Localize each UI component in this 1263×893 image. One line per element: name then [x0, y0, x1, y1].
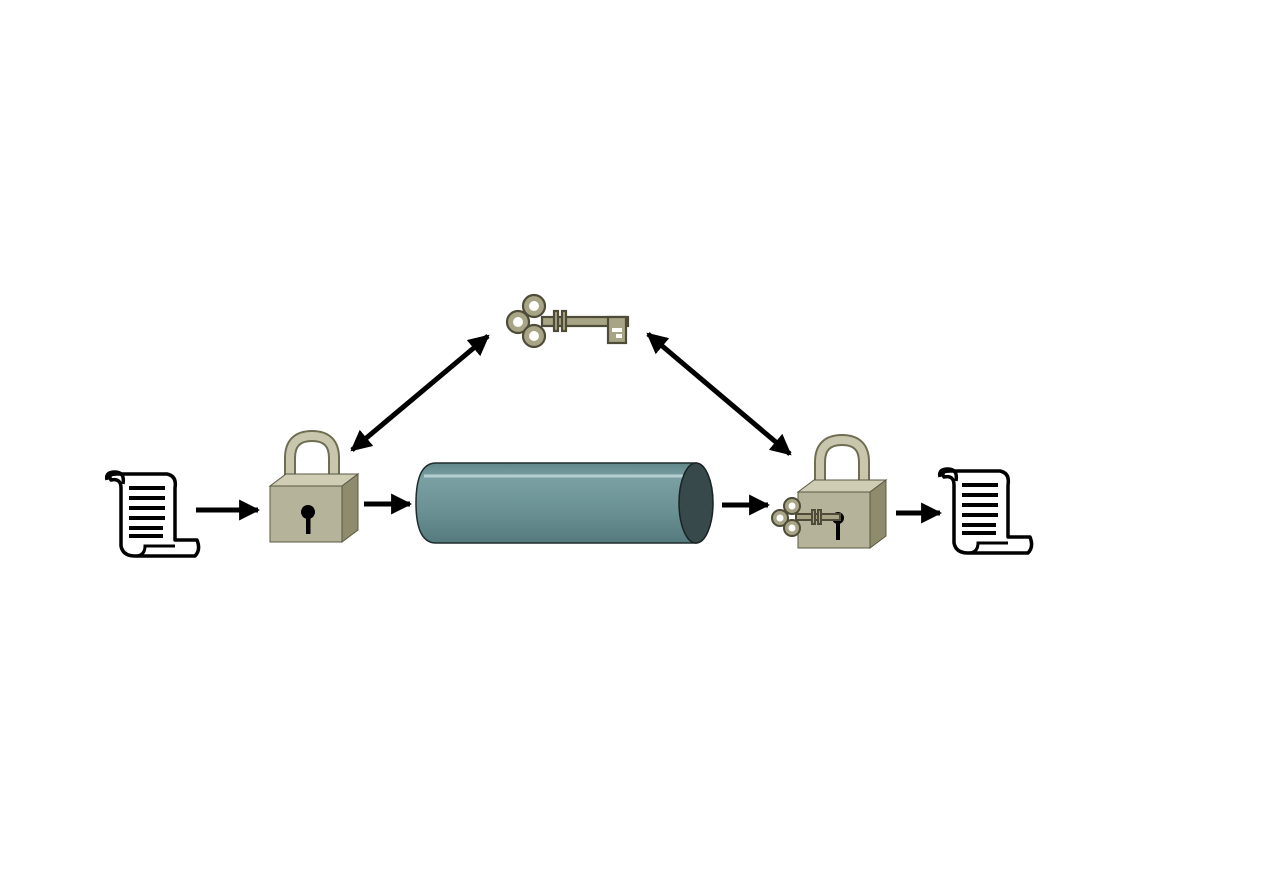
inserted-key-icon	[771, 497, 841, 537]
encrypted-channel-pipe-icon	[415, 462, 714, 544]
plaintext-document-icon	[104, 470, 201, 558]
shared-key-icon	[505, 293, 630, 349]
locked-padlock-icon	[268, 429, 360, 543]
decrypted-document-icon	[937, 467, 1034, 555]
arrow-key-left-lock	[350, 334, 490, 452]
padlock-with-key-icon	[796, 433, 888, 549]
arrow-key-right-lock	[646, 332, 792, 456]
